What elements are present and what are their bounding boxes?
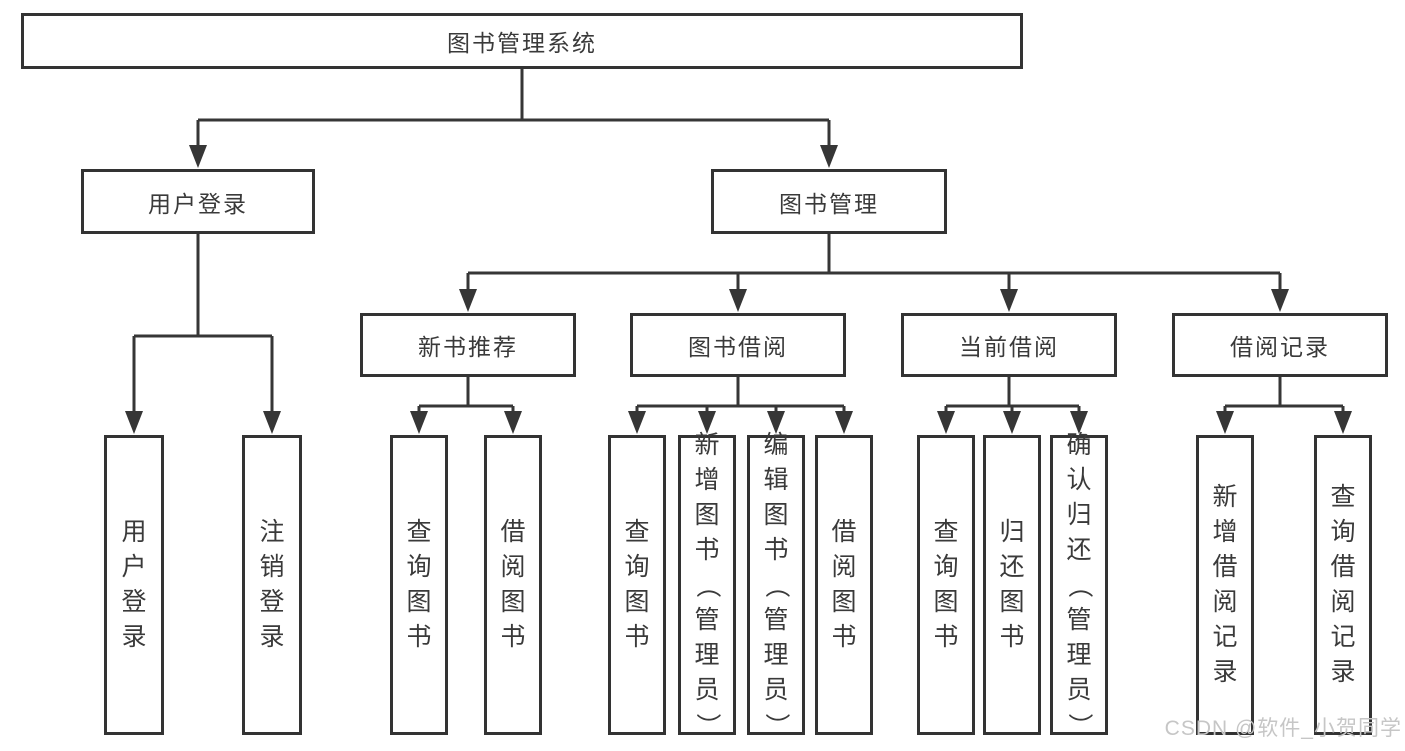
node-current: 当前借阅 [901,313,1117,377]
node-label-user-login: 用户登录 [148,190,248,217]
node-c-search: 查询图书 [917,435,975,735]
node-root: 图书管理系统 [21,13,1023,69]
node-label-root: 图书管理系统 [447,30,597,56]
node-label-current: 当前借阅 [959,334,1059,360]
arrowhead-b-edit [767,411,785,434]
arrowhead-b-add [698,411,716,434]
node-r-search: 查询借阅记录 [1314,435,1372,735]
node-c-confirm: 确认归还（管理员） [1050,430,1108,738]
arrowhead-r-search [1334,411,1352,434]
node-label-c-return: 归还图书 [999,518,1025,651]
node-logout: 注销登录 [242,435,302,735]
node-b-add: 新增图书（管理员） [678,430,736,738]
node-nb-search: 查询图书 [390,435,448,735]
node-label-logout: 注销登录 [259,518,285,651]
arrowhead-c-confirm [1070,411,1088,434]
node-label-b-borrow: 借阅图书 [831,518,857,651]
node-label-book-mgmt: 图书管理 [779,190,879,217]
node-label-b-add: 新增图书（管理员） [693,430,722,738]
node-records: 借阅记录 [1172,313,1388,377]
arrowhead-logout [263,411,281,434]
arrowhead-b-search [628,411,646,434]
watermark: CSDN @软件_小贺同学 [1164,717,1402,740]
arrowhead-r-add [1216,411,1234,434]
node-label-r-search: 查询借阅记录 [1330,483,1356,686]
node-label-nb-search: 查询图书 [406,518,432,651]
node-label-nb-borrow: 借阅图书 [500,518,526,651]
arrowhead-records [1271,289,1289,312]
node-b-search: 查询图书 [608,435,666,735]
node-user-login: 用户登录 [81,169,315,234]
node-borrowing: 图书借阅 [630,313,846,377]
node-label-c-confirm: 确认归还（管理员） [1065,430,1094,738]
arrowhead-b-borrow [835,411,853,434]
node-label-b-search: 查询图书 [624,518,650,651]
node-label-login: 用户登录 [121,518,147,651]
arrowhead-nb-borrow [504,411,522,434]
node-label-new-books: 新书推荐 [418,334,518,360]
arrowhead-borrowing [729,289,747,312]
node-login: 用户登录 [104,435,164,735]
node-nb-borrow: 借阅图书 [484,435,542,735]
node-label-records: 借阅记录 [1230,334,1330,360]
arrowhead-c-return [1003,411,1021,434]
node-label-c-search: 查询图书 [933,518,959,651]
arrowhead-book-mgmt [820,145,838,168]
node-c-return: 归还图书 [983,435,1041,735]
node-book-mgmt: 图书管理 [711,169,947,234]
arrowhead-c-search [937,411,955,434]
arrowhead-user-login [189,145,207,168]
node-label-b-edit: 编辑图书（管理员） [762,430,791,738]
node-b-edit: 编辑图书（管理员） [747,430,805,738]
arrowhead-login [125,411,143,434]
arrowhead-nb-search [410,411,428,434]
node-label-borrowing: 图书借阅 [688,334,788,360]
node-new-books: 新书推荐 [360,313,576,377]
node-b-borrow: 借阅图书 [815,435,873,735]
arrowhead-new-books [459,289,477,312]
node-label-r-add: 新增借阅记录 [1212,483,1238,686]
node-r-add: 新增借阅记录 [1196,435,1254,735]
arrowhead-current [1000,289,1018,312]
